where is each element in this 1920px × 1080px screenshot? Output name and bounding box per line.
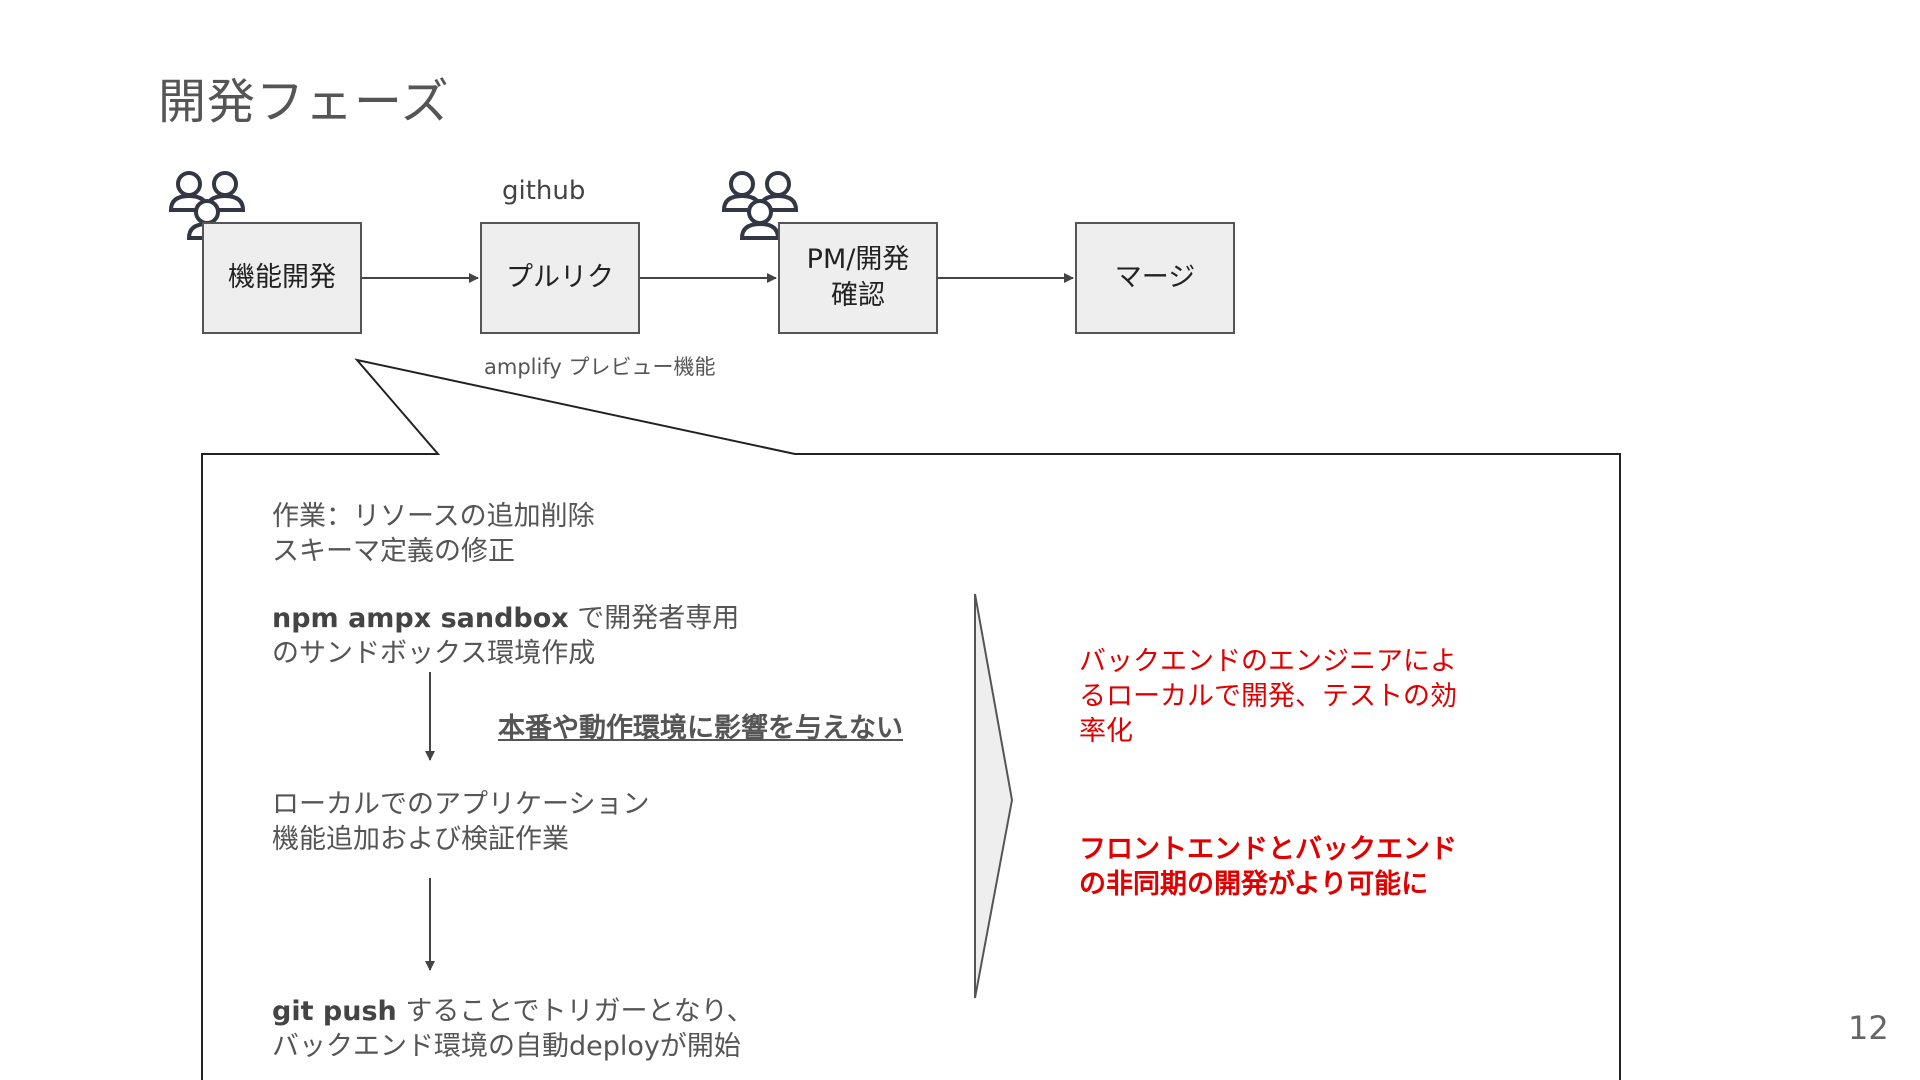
step-pull-request: プルリク	[480, 222, 640, 334]
benefit-backend-efficiency: バックエンドのエンジニアによ るローカルで開発、テストの効 率化	[1079, 646, 1457, 747]
local-dev-description: ローカルでのアプリケーション 機能追加および検証作業	[272, 789, 650, 855]
label-amplify-preview: amplify プレビュー機能	[484, 355, 716, 379]
callout-bubble	[201, 358, 1621, 1080]
label-github: github	[502, 176, 586, 206]
step-pm-review: PM/開発確認	[778, 222, 938, 334]
work-description: 作業：リソースの追加削除 スキーマ定義の修正	[272, 501, 595, 567]
step-merge: マージ	[1075, 222, 1235, 334]
page-number: 12	[1848, 1009, 1889, 1047]
benefit-async-development: フロントエンドとバックエンド の非同期の開発がより可能に	[1079, 834, 1457, 900]
page-title: 開発フェーズ	[158, 74, 450, 130]
push-description: git push することでトリガーとなり、 バックエンド環境の自動deploy…	[272, 996, 754, 1062]
push-command: git push	[272, 996, 397, 1027]
sandbox-command: npm ampx sandbox	[272, 603, 569, 634]
chevron-right-shape	[974, 593, 1014, 999]
sandbox-description: npm ampx sandbox で開発者専用 のサンドボックス環境作成	[272, 603, 740, 669]
no-impact-note: 本番や動作環境に影響を与えない	[498, 713, 903, 744]
step-feature-development: 機能開発	[202, 222, 362, 334]
people-group-icon	[721, 171, 799, 240]
